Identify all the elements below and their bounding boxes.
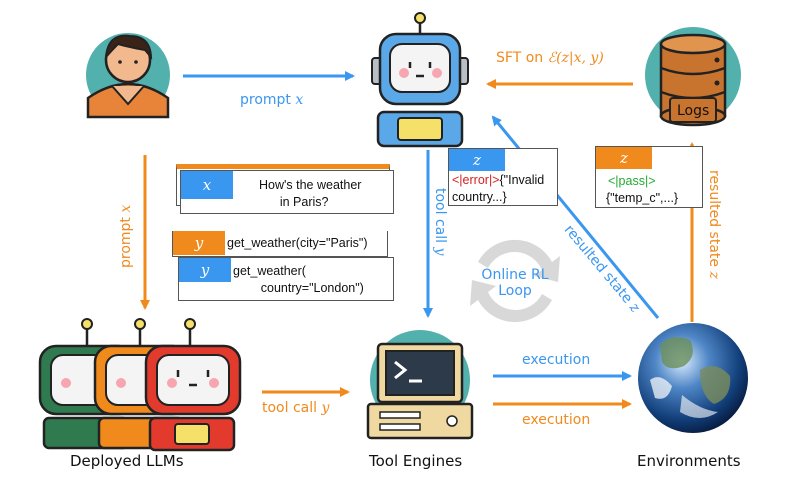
tool-call-card-2-text: get_weather( country="London"): [233, 264, 364, 295]
prompt-card-text: How's the weather in Paris?: [259, 178, 362, 209]
error-state-card-line1: <|error|>{"Invalid: [452, 173, 544, 187]
prompt-card-tag: x: [181, 171, 233, 199]
tool-engine-computer-icon: [366, 330, 474, 440]
tool-call-card-1-tag: y: [173, 231, 225, 255]
prompt-left-text: prompt: [118, 212, 134, 268]
online-rl-loop-label: Online RL Loop: [481, 267, 549, 299]
earth-environment-icon: [638, 323, 748, 433]
deployed-llms-label: Deployed LLMs: [70, 452, 184, 470]
llm-robot-icon: [371, 12, 469, 148]
tool-call-vertical-text: tool call: [432, 188, 448, 248]
execution-label-top: execution: [522, 352, 591, 368]
user-icon: [86, 33, 170, 119]
resulted-state-right-label: resulted state z: [706, 170, 722, 279]
tool-call-card-1: y get_weather(city="Paris"): [172, 231, 388, 257]
tool-call-bottom-text: tool call: [262, 400, 322, 416]
prompt-var-x: x: [295, 92, 304, 108]
execution-label-bottom: execution: [522, 412, 591, 428]
sft-label: SFT on ℰ(z|x, y): [496, 50, 604, 66]
prompt-text: prompt: [240, 92, 296, 108]
online-rl-loop-icon: [470, 239, 560, 323]
tool-call-card-1-text: get_weather(city="Paris"): [227, 236, 368, 250]
tool-call-bottom-var-y: y: [321, 400, 330, 416]
error-state-card: z <|error|>{"Invalid country...}: [448, 148, 558, 206]
environments-label: Environments: [637, 452, 741, 470]
pass-token: <|pass|>: [608, 174, 656, 188]
pass-state-text: {"temp_c",...}: [606, 191, 679, 205]
prompt-card: x How's the weather in Paris?: [180, 170, 394, 214]
resulted-state-right-text: resulted state: [706, 170, 722, 272]
tool-call-card-2: y get_weather( country="London"): [178, 257, 394, 301]
deployed-llms-robots-icon: [38, 318, 242, 452]
logs-label: Logs: [677, 103, 710, 119]
pass-state-card: z <|pass|> {"temp_c",...}: [595, 146, 703, 208]
prompt-label-left: prompt x: [118, 205, 134, 268]
logs-database-icon: [645, 27, 741, 127]
sft-text: SFT on: [496, 50, 548, 66]
error-state-card-tag: z: [449, 149, 505, 171]
prompt-label-top: prompt x: [240, 92, 303, 108]
pass-state-card-tag: z: [596, 147, 652, 169]
error-token: <|error|>: [452, 173, 500, 187]
resulted-state-right-var-z: z: [706, 271, 722, 279]
prompt-left-var-x: x: [118, 204, 134, 213]
error-state-card-line2: country...}: [452, 190, 507, 204]
error-state-text: {"Invalid: [499, 173, 545, 187]
tool-call-label-vertical: tool call y: [432, 188, 448, 255]
sft-formula: ℰ(z|x, y): [547, 50, 604, 66]
tool-engines-label: Tool Engines: [369, 452, 463, 470]
tool-call-label-bottom: tool call y: [262, 400, 329, 416]
tool-call-vertical-var-y: y: [432, 247, 448, 256]
tool-call-card-2-tag: y: [179, 258, 231, 282]
